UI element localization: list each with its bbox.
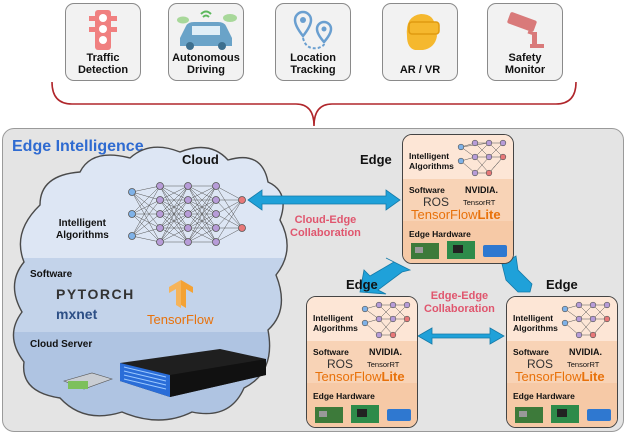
edge-title: Edge (346, 277, 378, 292)
edge-algorithms-label: Intelligent Algorithms (313, 313, 358, 333)
edge-hardware-icons (411, 241, 507, 259)
edge-hardware-icons (315, 405, 411, 423)
tensorrt-label: TensorRT (567, 360, 600, 369)
edge-algorithms-label: Intelligent Algorithms (513, 313, 558, 333)
edge-software-label: Software (313, 347, 349, 357)
app-card-autonomous-driving: Autonomous Driving (168, 3, 244, 81)
app-label: Traffic Detection (77, 52, 129, 76)
app-card-traffic-detection: Traffic Detection (65, 3, 141, 81)
tflite-text-b: Lite (581, 369, 605, 384)
tensorflow-label: TensorFlow (147, 312, 214, 327)
edge-neural-network-icon (561, 301, 611, 339)
tflite-logo: TensorFlowLite (411, 207, 501, 222)
nvidia-logo: NVIDIA. (369, 347, 403, 357)
app-card-ar-vr: AR / VR (382, 3, 458, 81)
cloud-software-label: Software (30, 269, 73, 280)
tflite-text-a: TensorFlow (411, 207, 478, 222)
app-card-location-tracking: Location Tracking (275, 3, 351, 81)
edge-hardware-label: Edge Hardware (409, 229, 471, 239)
edge-hardware-icons (515, 405, 611, 423)
security-camera-icon (507, 12, 544, 48)
edge-software-label: Software (409, 185, 445, 195)
nvidia-logo: NVIDIA. (465, 185, 499, 195)
tensorrt-label: TensorRT (367, 360, 400, 369)
tflite-text-b: Lite (477, 207, 501, 222)
edge-node-box: Intelligent Algorithms Software NVIDIA. … (306, 296, 418, 428)
cloud-algorithms-label: Intelligent Algorithms (56, 218, 109, 241)
edge-neural-network-icon (457, 139, 507, 177)
ros-logo: ROS (423, 195, 450, 209)
edge-hardware-label: Edge Hardware (313, 391, 375, 401)
vr-headset-icon (406, 14, 440, 50)
tensorflow-logo-icon (169, 280, 193, 308)
ros-logo: ROS (327, 357, 354, 371)
edge-hardware-label: Edge Hardware (513, 391, 575, 401)
cloud-title: Cloud (182, 152, 219, 167)
pytorch-logo: PYTORCH (56, 286, 135, 302)
traffic-light-icon (89, 10, 117, 50)
edge-title: Edge (546, 277, 578, 292)
tflite-text-a: TensorFlow (315, 369, 382, 384)
app-label: Safety Monitor (504, 52, 546, 76)
tflite-text-b: Lite (381, 369, 405, 384)
tflite-logo: TensorFlowLite (515, 369, 605, 384)
tensorrt-label: TensorRT (463, 198, 496, 207)
app-label: Autonomous Driving (172, 52, 240, 76)
mxnet-logo: mxnet (56, 306, 98, 322)
ros-logo: ROS (527, 357, 554, 371)
app-card-safety-monitor: Safety Monitor (487, 3, 563, 81)
tflite-text-a: TensorFlow (515, 369, 582, 384)
edge-node-box: Intelligent Algorithms Software NVIDIA. … (402, 134, 514, 264)
app-label: Location Tracking (290, 52, 336, 76)
tflite-logo: TensorFlowLite (315, 369, 405, 384)
car-icon (177, 10, 237, 50)
cloud-server-label: Cloud Server (30, 339, 93, 350)
edge-software-label: Software (513, 347, 549, 357)
nvidia-logo: NVIDIA. (569, 347, 603, 357)
edge-node-box: Intelligent Algorithms Software NVIDIA. … (506, 296, 618, 428)
map-pin-icon (293, 10, 333, 50)
edge-algorithms-label: Intelligent Algorithms (409, 151, 454, 171)
cloud-neural-network-icon (128, 182, 246, 246)
panel-title: Edge Intelligence (12, 138, 144, 155)
edge-title: Edge (360, 152, 392, 167)
app-label: AR / VR (399, 64, 441, 76)
cloud-edge-collaboration-label: Cloud-Edge Collaboration (290, 214, 361, 239)
edge-neural-network-icon (361, 301, 411, 339)
edge-edge-collaboration-label: Edge-Edge Collaboration (424, 290, 495, 315)
cloud-server-icon (63, 349, 266, 397)
